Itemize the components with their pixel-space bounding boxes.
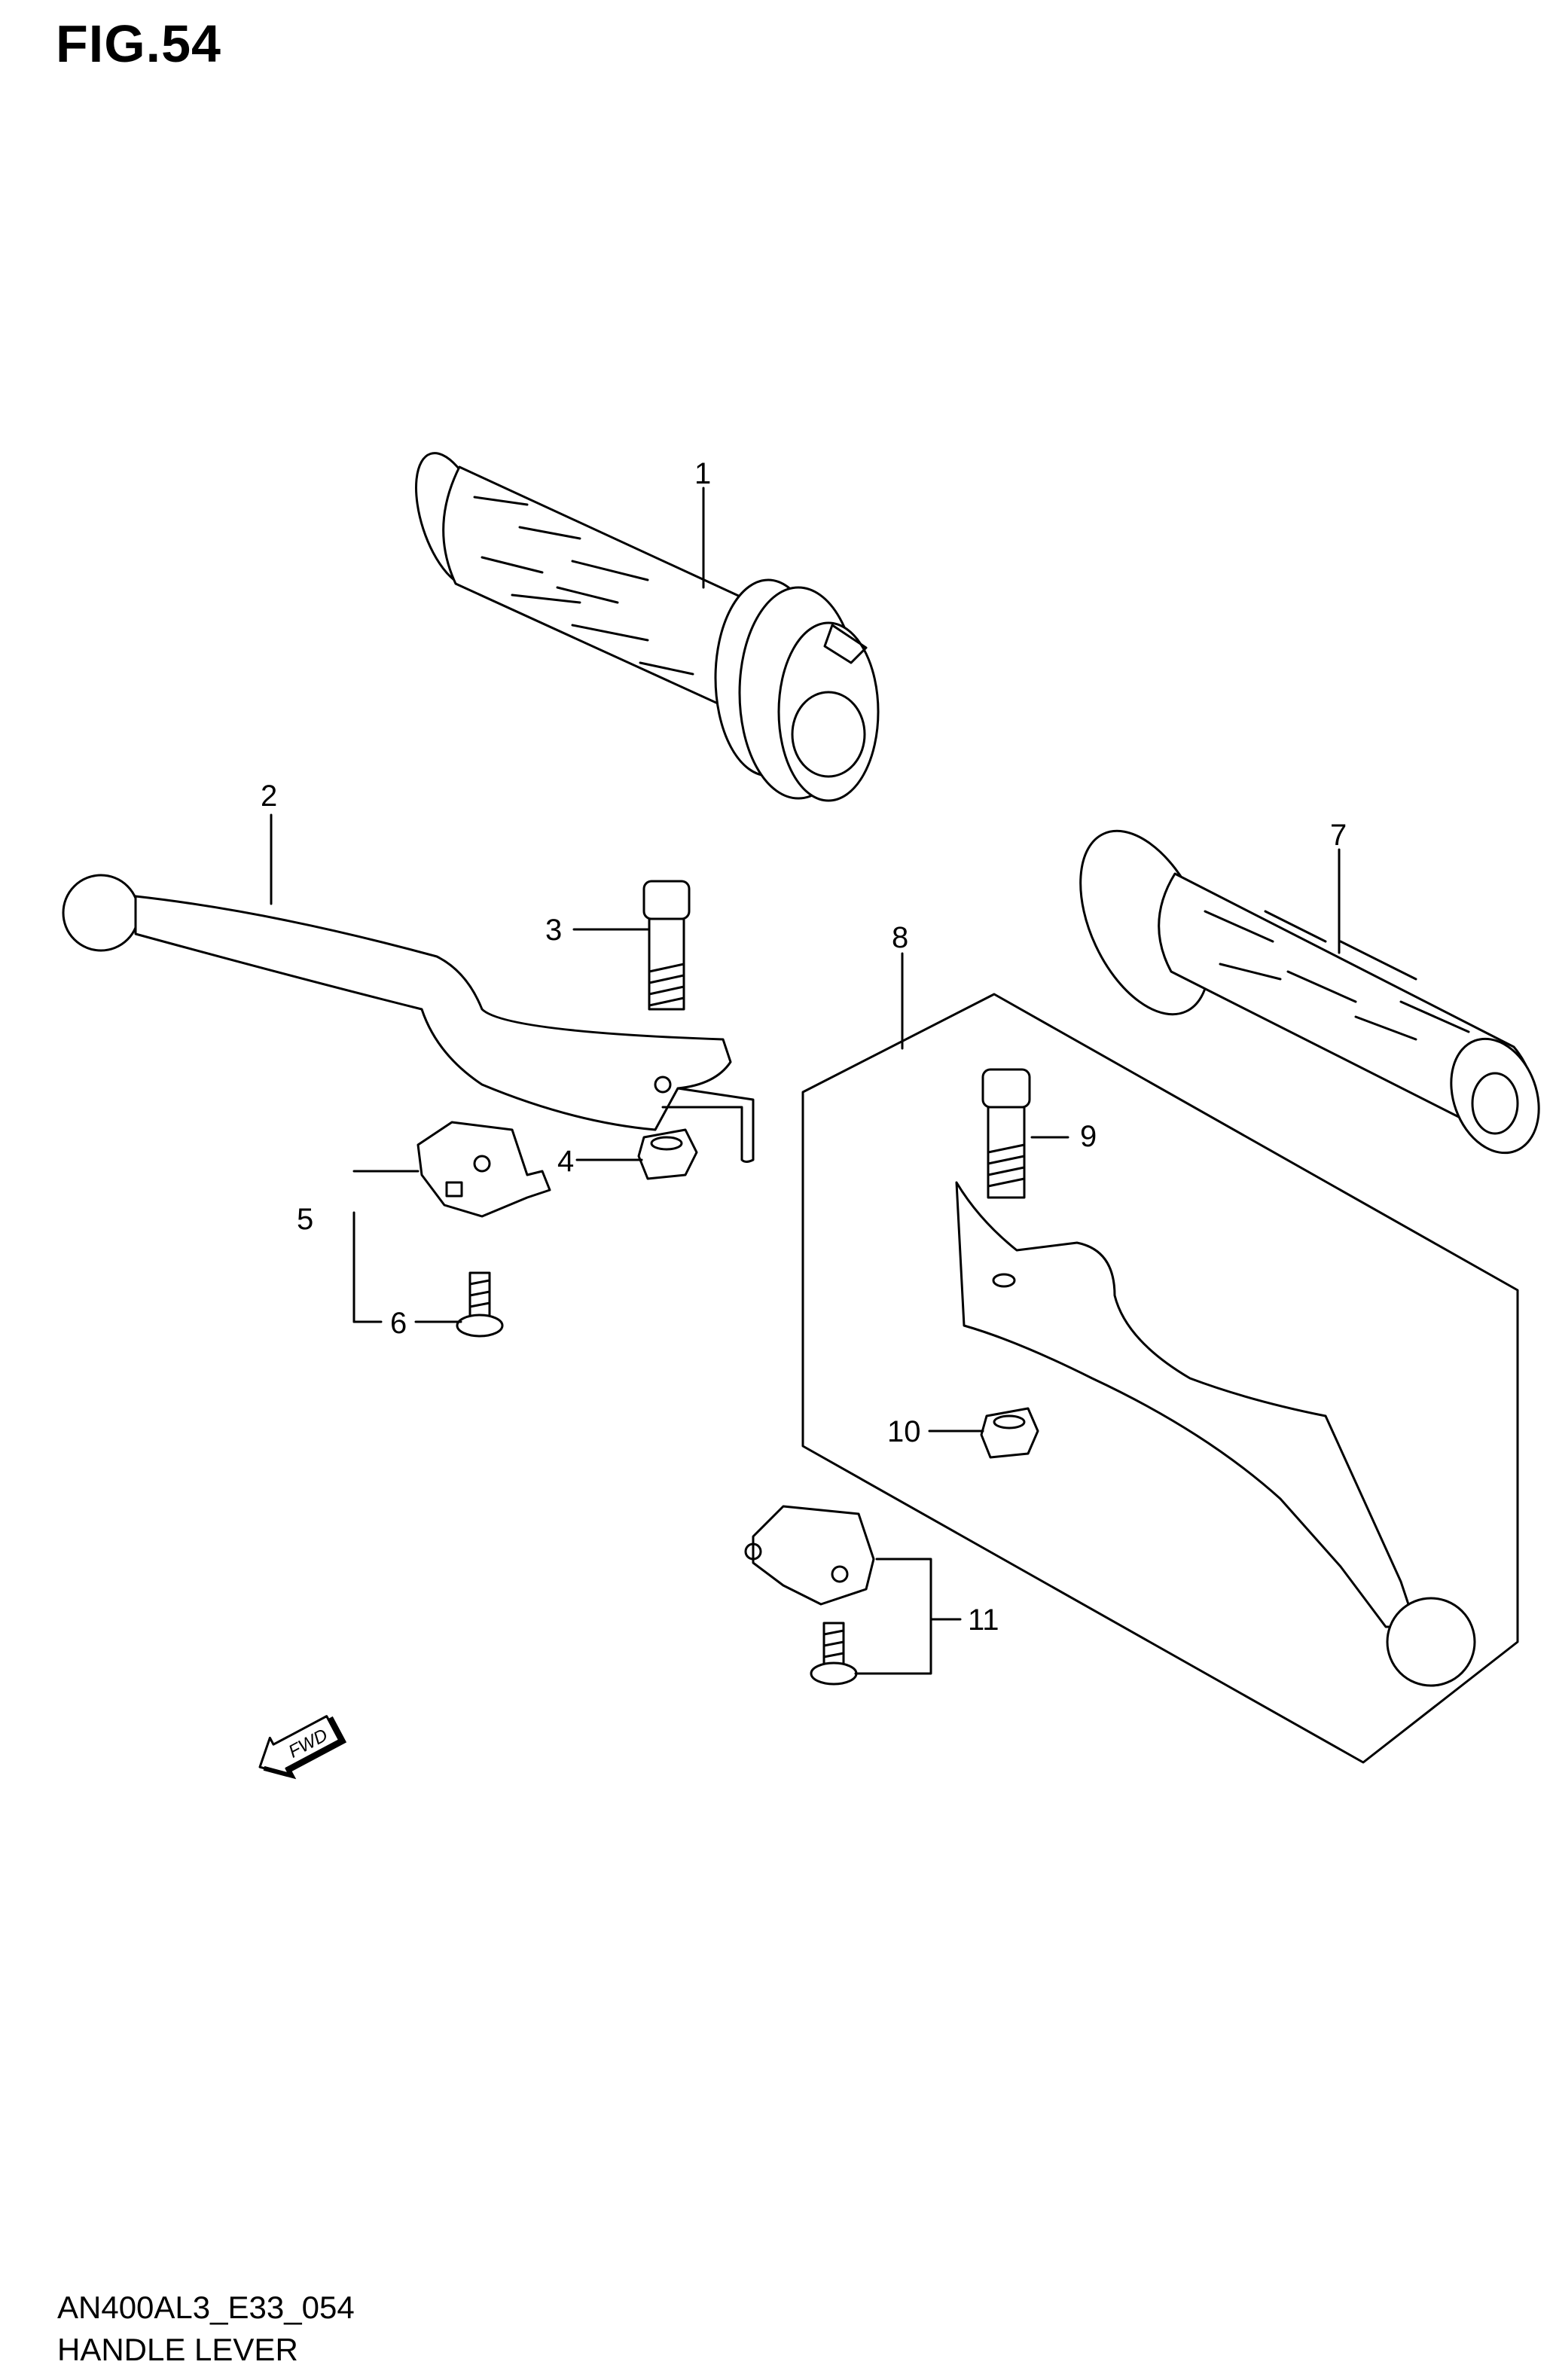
clutch-lever-part-8: [955, 1181, 1476, 1687]
figure-title: FIG.54: [56, 14, 221, 73]
brake-lever-part-2: [62, 874, 755, 1163]
pivot-bolt-part-3: [642, 880, 691, 1011]
throttle-grip-part-1: [415, 452, 880, 802]
callout-7: 7: [1330, 819, 1347, 852]
nut-part-10: [980, 1407, 1039, 1459]
callout-8: 8: [892, 921, 908, 954]
callout-6: 6: [390, 1307, 407, 1340]
callout-2: 2: [261, 780, 277, 813]
fwd-arrow-icon: FWD: [258, 1715, 347, 1780]
part-name: HANDLE LEVER: [57, 2332, 298, 2367]
callout-1: 1: [694, 457, 711, 490]
screw-part-11: [810, 1622, 858, 1686]
pivot-bolt-part-9: [981, 1068, 1031, 1199]
callout-9: 9: [1080, 1120, 1097, 1153]
model-code: AN400AL3_E33_054: [57, 2290, 355, 2325]
callout-5: 5: [297, 1203, 313, 1236]
clutch-switch-part-11: [744, 1505, 875, 1606]
leader-lines: [270, 487, 1341, 1675]
callout-10: 10: [887, 1415, 921, 1448]
left-grip-part-7: [1079, 829, 1540, 1155]
assembly-outline-part-8: [801, 993, 1519, 1764]
screw-part-6: [456, 1271, 504, 1338]
nut-part-4: [637, 1128, 698, 1180]
callout-3: 3: [545, 914, 562, 947]
callout-11: 11: [968, 1603, 999, 1637]
brake-switch-part-5: [416, 1121, 551, 1218]
callout-4: 4: [557, 1145, 574, 1178]
